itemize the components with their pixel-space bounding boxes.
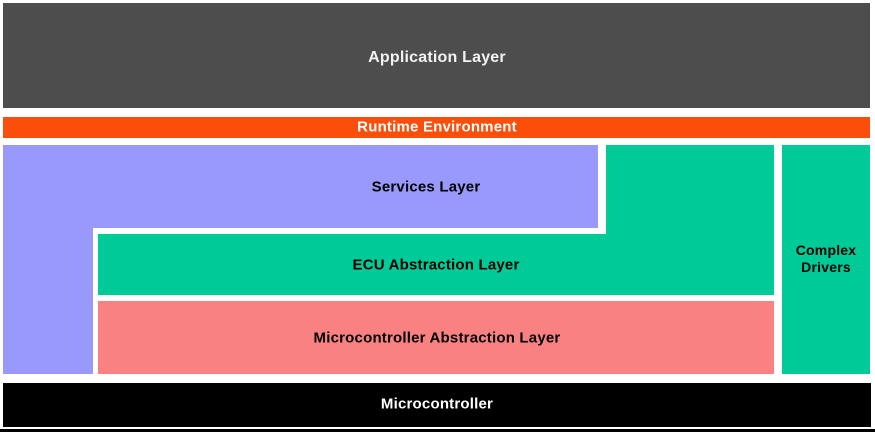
bottom-rule bbox=[0, 429, 875, 432]
runtime-environment-label: Runtime Environment bbox=[357, 118, 517, 136]
application-layer-block bbox=[3, 3, 870, 108]
complex-drivers-block bbox=[782, 145, 870, 374]
application-layer-label: Application Layer bbox=[368, 49, 506, 66]
microcontroller-label: Microcontroller bbox=[380, 395, 494, 413]
services-layer-label: Services Layer bbox=[371, 178, 481, 196]
ecu-abstraction-layer-block bbox=[98, 234, 774, 295]
microcontroller-block bbox=[3, 383, 871, 427]
microcontroller-abstraction-layer-block bbox=[98, 301, 774, 374]
services-layer-block bbox=[3, 145, 598, 228]
ecu-abstraction-layer-label: ECU Abstraction Layer bbox=[352, 256, 520, 274]
complex-drivers-label: Complex Drivers bbox=[795, 242, 857, 275]
services-layer-left-column bbox=[3, 145, 93, 374]
runtime-environment-block bbox=[3, 117, 870, 138]
microcontroller-abstraction-layer-label: Microcontroller Abstraction Layer bbox=[313, 329, 561, 347]
